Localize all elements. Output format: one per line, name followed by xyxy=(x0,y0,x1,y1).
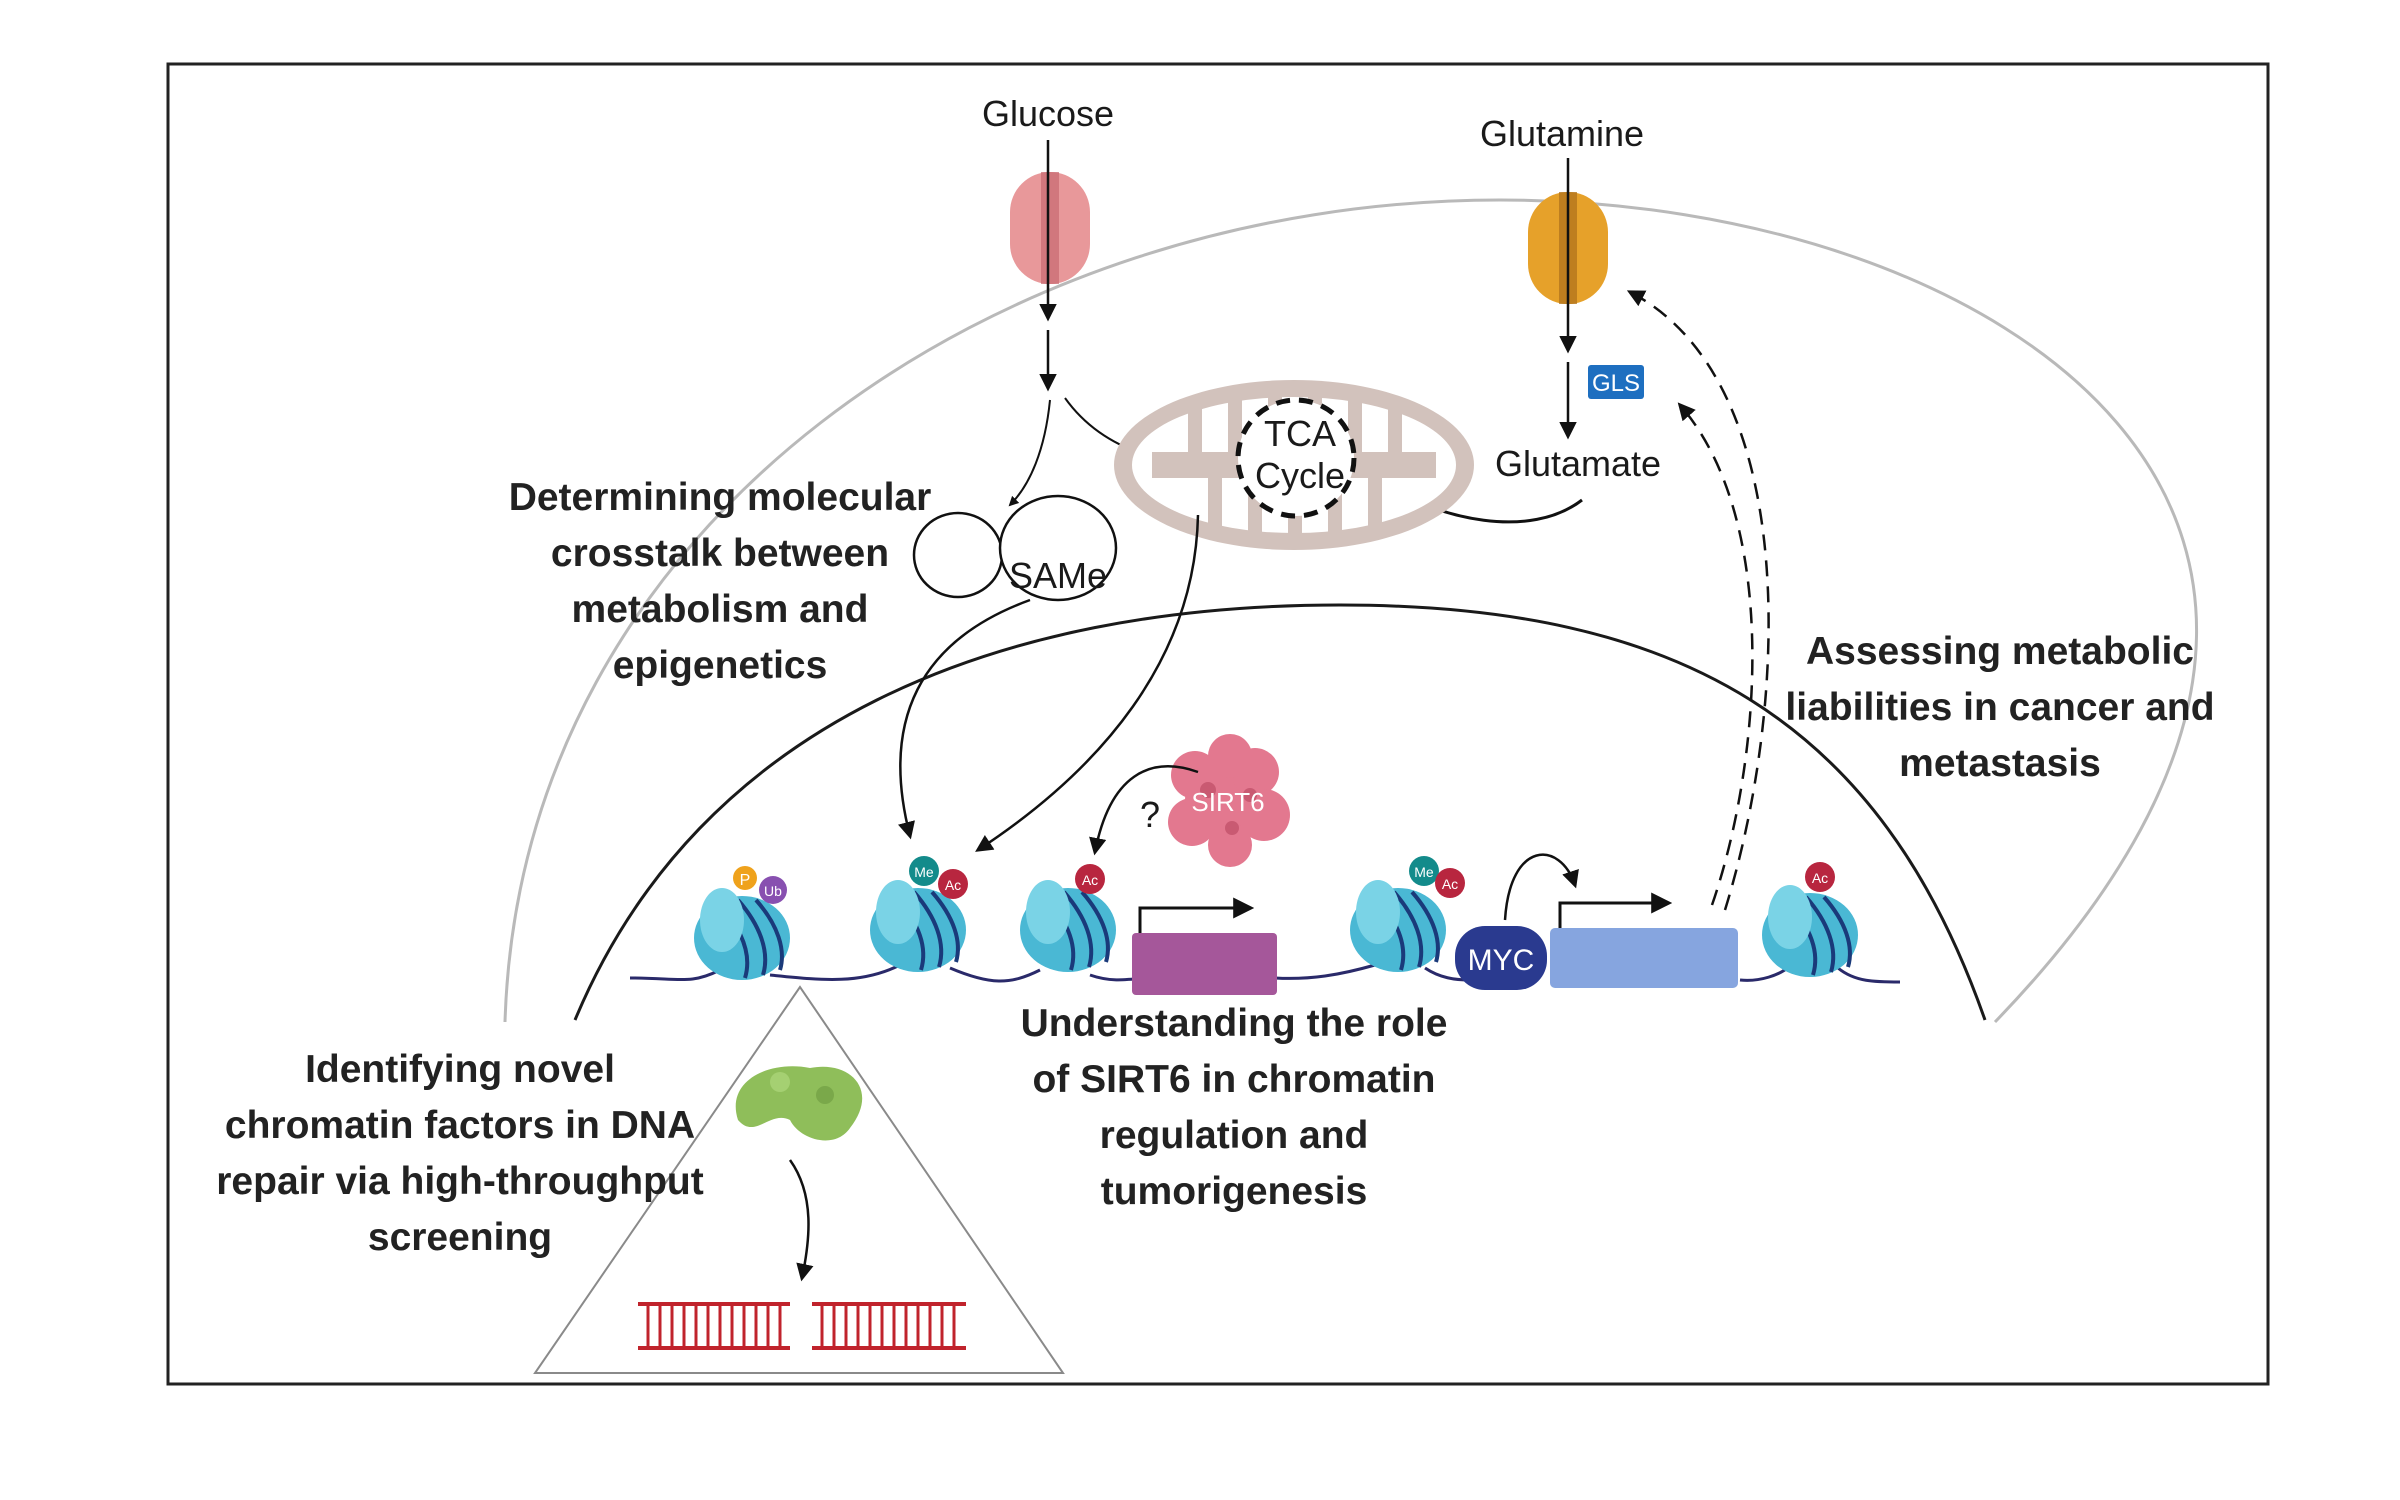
acetyl-mark-3 xyxy=(1435,868,1465,898)
gls-badge xyxy=(1588,365,1644,399)
acetyl-mark-3-label: Ac xyxy=(1442,876,1458,892)
tss-arrow-2 xyxy=(1558,892,1673,928)
methyl-mark-2-label: Me xyxy=(1414,864,1434,880)
mito-to-acetyl-arrow xyxy=(975,514,1200,852)
sirt6-to-acetyl-arrow xyxy=(1089,765,1199,856)
glutamate-label: Glutamate xyxy=(1495,443,1661,484)
research-area-sirt6: Understanding the role of SIRT6 in chrom… xyxy=(1021,1002,1448,1213)
myc-to-gls-dashed-arrow xyxy=(1677,402,1754,906)
metabolic-line-3: metastasis xyxy=(1899,742,2101,785)
dna-repair-line-4: screening xyxy=(368,1216,552,1259)
gene-blue xyxy=(1550,928,1738,988)
metabolic-line-1: Assessing metabolic xyxy=(1806,630,2194,673)
acetyl-mark-2-label: Ac xyxy=(1082,872,1098,888)
methyl-mark-1 xyxy=(909,856,939,886)
dna-strand xyxy=(629,963,1901,984)
tca-label-line2: Cycle xyxy=(1255,455,1345,496)
nucleosome-4 xyxy=(1350,880,1446,972)
tss-arrow-1 xyxy=(1138,897,1255,933)
metabolic-line-2: liabilities in cancer and xyxy=(1785,686,2214,729)
myc-factor xyxy=(1455,926,1547,990)
phospho-mark xyxy=(733,866,757,890)
glucose-label: Glucose xyxy=(982,93,1114,134)
dna-repair-line-1: Identifying novel xyxy=(305,1048,615,1091)
same-label: SAMe xyxy=(1009,555,1107,596)
nucleosome-2 xyxy=(870,880,966,972)
dna-break-right xyxy=(812,1302,966,1350)
tca-cycle xyxy=(1235,397,1357,519)
sirt6-question-mark: ? xyxy=(1140,794,1160,835)
nucleosome-5 xyxy=(1762,885,1858,977)
sirt6-protein xyxy=(1168,734,1290,867)
nucleosome-3 xyxy=(1020,880,1116,972)
tca-label-line1: TCA xyxy=(1264,413,1336,454)
ubiquitin-mark xyxy=(759,876,787,904)
acetyl-mark-2 xyxy=(1075,864,1105,894)
acetyl-mark-1-label: Ac xyxy=(945,877,961,893)
sirt6-line-2: of SIRT6 in chromatin xyxy=(1032,1058,1435,1101)
research-area-crosstalk: Determining molecular crosstalk between … xyxy=(509,476,932,687)
research-area-metabolic: Assessing metabolic liabilities in cance… xyxy=(1785,630,2214,785)
crosstalk-line-3: metabolism and xyxy=(572,588,869,631)
acetyl-mark-4-label: Ac xyxy=(1812,870,1828,886)
acetyl-mark-1 xyxy=(938,869,968,899)
methyl-mark-1-label: Me xyxy=(914,864,934,880)
nucleosome-1 xyxy=(694,888,790,980)
dna-repair-inset xyxy=(533,985,1065,1374)
methyl-mark-2 xyxy=(1409,856,1439,886)
myc-activation-arrow xyxy=(1503,853,1579,921)
crosstalk-line-1: Determining molecular xyxy=(509,476,932,519)
sirt6-line-4: tumorigenesis xyxy=(1101,1170,1368,1213)
crosstalk-line-4: epigenetics xyxy=(613,644,828,687)
same-to-methyl-arrow xyxy=(898,598,1031,840)
research-area-dna-repair: Identifying novel chromatin factors in D… xyxy=(216,1048,703,1259)
repair-factor-arrow xyxy=(788,1159,814,1282)
ubiquitin-mark-label: Ub xyxy=(764,883,782,899)
glucose-to-same-arrow xyxy=(1008,399,1051,507)
glutamine-label: Glutamine xyxy=(1480,113,1644,154)
cell-membrane xyxy=(503,198,2198,1024)
dna-break-left xyxy=(638,1302,790,1350)
sirt6-line-3: regulation and xyxy=(1100,1114,1369,1157)
gls-label: GLS xyxy=(1592,370,1640,397)
nuclear-envelope xyxy=(573,603,1987,1021)
figure-frame xyxy=(166,62,2270,1386)
myc-to-glutamine-transporter-dashed-arrow xyxy=(1626,290,1770,911)
phospho-mark-label: P xyxy=(740,872,751,889)
gene-purple xyxy=(1132,933,1277,995)
dna-repair-line-2: chromatin factors in DNA xyxy=(225,1104,695,1147)
sirt6-line-1: Understanding the role xyxy=(1021,1002,1448,1045)
dna-repair-line-3: repair via high-throughput xyxy=(216,1160,703,1203)
sirt6-label: SIRT6 xyxy=(1191,787,1264,817)
same-molecule xyxy=(912,494,1118,602)
glucose-transporter xyxy=(1010,172,1090,284)
acetyl-mark-4 xyxy=(1805,862,1835,892)
crosstalk-line-2: crosstalk between xyxy=(551,532,889,575)
repair-factor-protein xyxy=(735,1066,863,1141)
myc-label: MYC xyxy=(1468,944,1535,977)
